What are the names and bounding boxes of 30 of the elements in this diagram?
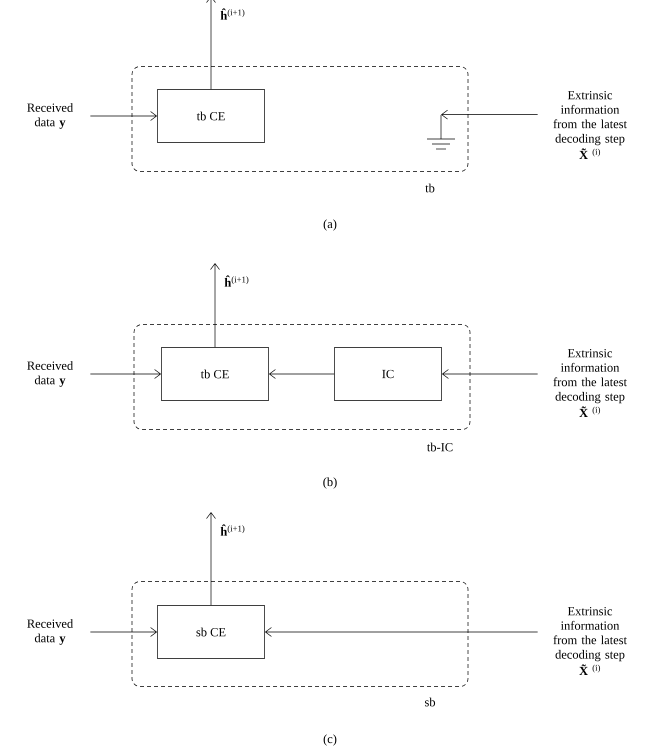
arrow — [210, 263, 220, 348]
input-label: Received data y — [27, 103, 74, 129]
arrow — [206, 512, 216, 606]
panel-caption: (c) — [324, 734, 336, 746]
input-label: Extrinsic information from the latest decoding step X̃$^{(i)}$ — [553, 607, 627, 676]
process-box: tb CE — [161, 347, 269, 401]
process-box: tb CE — [157, 89, 265, 143]
arrow — [90, 111, 158, 121]
edge-label: ĥ$^{(i+1)}$ — [224, 275, 248, 287]
edge-label: ĥ$^{(i+1)}$ — [220, 8, 244, 20]
panel-caption: (b) — [323, 477, 337, 489]
arrow — [206, 0, 216, 90]
arrow — [90, 369, 162, 379]
arrow — [90, 627, 158, 637]
input-label: Received data y — [27, 619, 74, 645]
node-label: sb — [424, 698, 436, 706]
process-box: sb CE — [157, 605, 265, 659]
arrow — [264, 627, 538, 637]
process-box: IC — [334, 347, 442, 401]
arrow — [441, 110, 538, 120]
ground-symbol — [426, 114, 456, 150]
arrow — [442, 369, 538, 379]
edge-label: ĥ$^{(i+1)}$ — [220, 524, 244, 536]
input-label: Extrinsic information from the latest decoding step X̃$^{(i)}$ — [553, 348, 627, 418]
node-label: tb-IC — [426, 442, 452, 452]
panel-caption: (a) — [324, 219, 336, 231]
node-label: tb — [425, 184, 434, 192]
arrow — [268, 369, 334, 379]
input-label: Extrinsic information from the latest decoding step X̃$^{(i)}$ — [553, 90, 627, 160]
input-label: Received data y — [27, 361, 74, 387]
